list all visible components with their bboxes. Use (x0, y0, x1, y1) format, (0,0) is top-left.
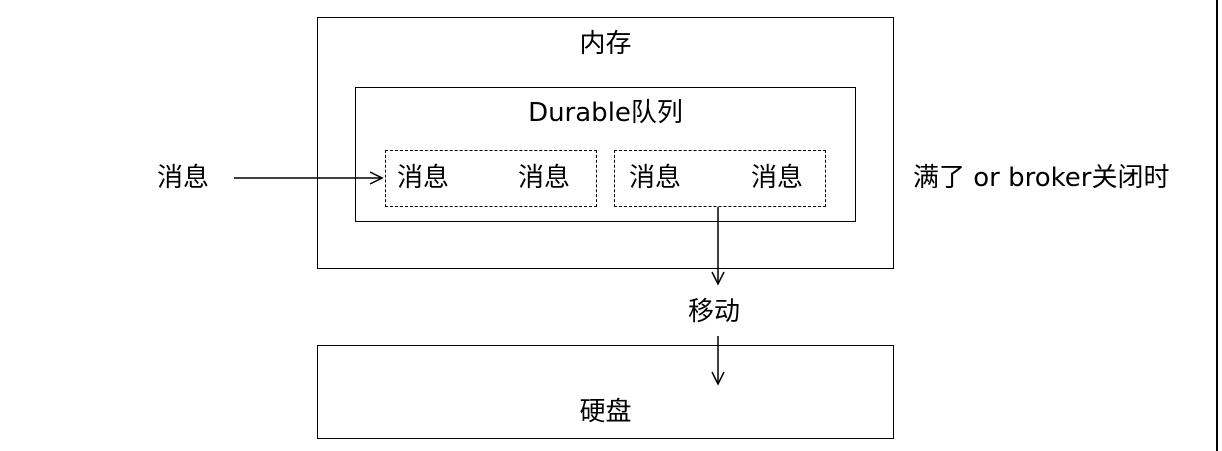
message-group-2-item-2: 消息 (751, 163, 804, 193)
move-arrow-upper (711, 207, 725, 286)
incoming-arrow (234, 171, 384, 185)
durable-queue-title: Durable队列 (528, 98, 683, 128)
durable-queue-box (355, 87, 856, 222)
disk-box (317, 345, 894, 439)
move-arrow-lower (711, 336, 725, 386)
message-group-1 (385, 150, 597, 207)
memory-title: 内存 (579, 29, 632, 59)
condition-label: 满了 or broker关闭时 (913, 163, 1170, 193)
message-group-1-item-1: 消息 (397, 163, 450, 193)
message-group-2 (614, 150, 826, 207)
disk-title: 硬盘 (579, 397, 632, 427)
message-group-2-item-1: 消息 (629, 163, 682, 193)
incoming-message-label: 消息 (157, 163, 210, 193)
message-group-1-item-2: 消息 (518, 163, 571, 193)
right-edge-line (1216, 0, 1218, 451)
move-label: 移动 (688, 297, 741, 327)
